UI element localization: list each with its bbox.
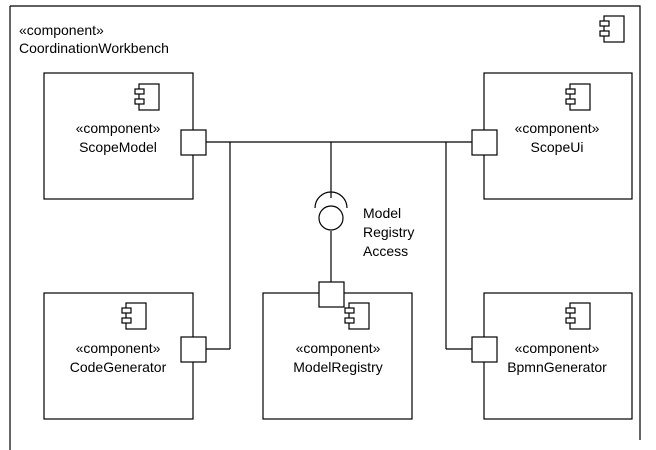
- component-name: CodeGenerator: [70, 359, 167, 375]
- component-stereotype: «component»: [296, 340, 381, 356]
- component-code-generator[interactable]: «component» CodeGenerator: [43, 292, 207, 420]
- component-name: BpmnGenerator: [507, 359, 607, 375]
- port[interactable]: [180, 129, 207, 156]
- port[interactable]: [471, 336, 498, 363]
- component-scope-ui[interactable]: «component» ScopeUi: [471, 72, 633, 200]
- port[interactable]: [471, 129, 498, 156]
- model-registry-access-interface: Model Registry Access: [314, 191, 414, 259]
- port[interactable]: [180, 336, 207, 363]
- socket-icon: [314, 191, 348, 209]
- component-icon: [134, 83, 160, 111]
- component-icon: [344, 302, 370, 330]
- container-name: CoordinationWorkbench: [19, 40, 169, 56]
- component-name: ModelRegistry: [293, 359, 382, 375]
- component-icon: [121, 302, 147, 330]
- container-stereotype: «component»: [19, 22, 104, 38]
- component-stereotype: «component»: [76, 120, 161, 136]
- interface-label-line-1: Model: [363, 205, 401, 221]
- lollipop-icon: [318, 205, 344, 231]
- interface-label-line-2: Registry: [363, 224, 414, 240]
- coordination-workbench-container: «component» CoordinationWorkbench: [9, 5, 641, 450]
- component-icon: [565, 83, 591, 111]
- component-model-registry[interactable]: «component» ModelRegistry: [262, 281, 413, 420]
- component-bpmn-generator[interactable]: «component» BpmnGenerator: [471, 292, 633, 420]
- port[interactable]: [318, 281, 345, 308]
- component-name: ScopeModel: [79, 139, 157, 155]
- component-icon: [565, 302, 591, 330]
- component-stereotype: «component»: [76, 340, 161, 356]
- component-name: ScopeUi: [531, 139, 584, 155]
- interface-label-line-3: Access: [363, 243, 408, 259]
- component-icon: [599, 15, 625, 43]
- connectors: [206, 141, 472, 350]
- component-stereotype: «component»: [515, 340, 600, 356]
- component-stereotype: «component»: [515, 120, 600, 136]
- component-scope-model[interactable]: «component» ScopeModel: [43, 72, 207, 200]
